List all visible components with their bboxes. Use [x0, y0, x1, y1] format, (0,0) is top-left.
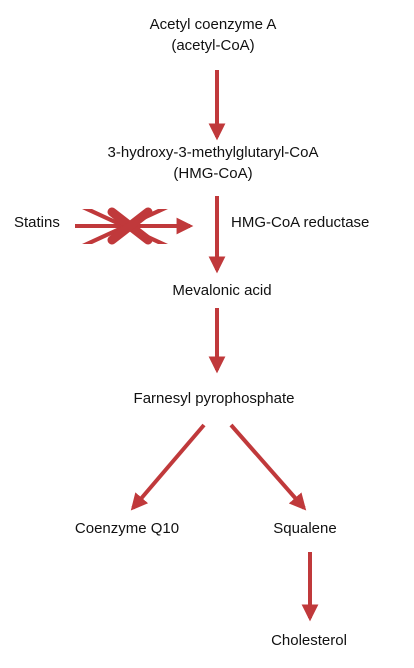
farnesyl-label: Farnesyl pyrophosphate	[133, 390, 295, 407]
enzyme-label: HMG-CoA reductase	[231, 214, 370, 231]
squalene-label: Squalene	[273, 520, 337, 537]
arrow-farnesyl-to-squalene	[229, 423, 307, 511]
statins-label: Statins	[14, 214, 60, 231]
arrow-farnesyl-to-coq10	[130, 423, 206, 511]
mevalonic-acid-label: Mevalonic acid	[172, 282, 272, 299]
acetyl-coa-abbrev: (acetyl-CoA)	[171, 37, 255, 54]
cross-icon	[82, 207, 168, 245]
coenzyme-q10-label: Coenzyme Q10	[74, 520, 180, 537]
hmg-coa-name: 3-hydroxy-3-methylglutaryl-CoA	[107, 144, 319, 161]
cholesterol-label: Cholesterol	[271, 632, 347, 649]
hmg-coa-abbrev: (HMG-CoA)	[173, 165, 253, 182]
acetyl-coa-name: Acetyl coenzyme A	[149, 16, 277, 33]
